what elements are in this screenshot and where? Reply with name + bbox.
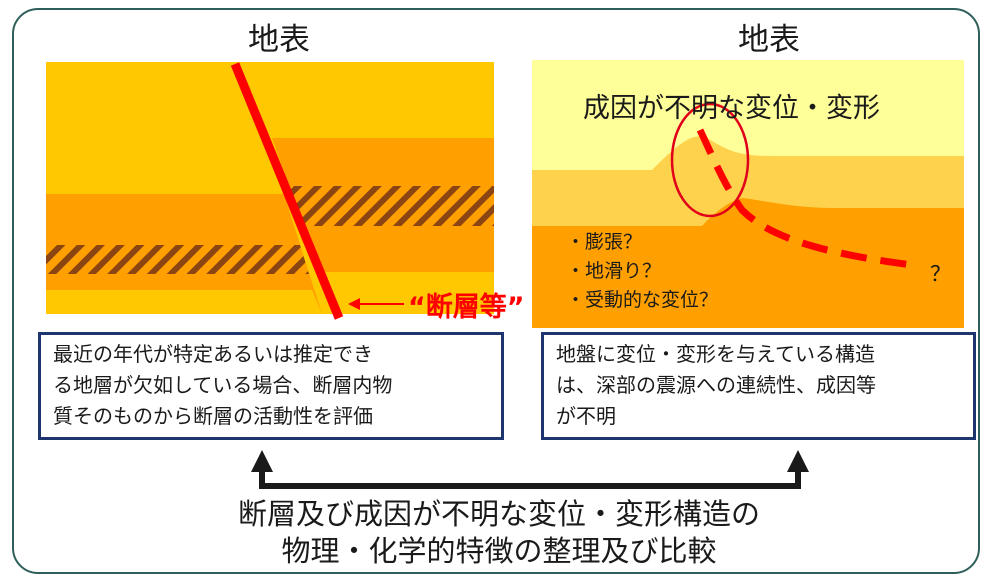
fault-line (230, 62, 344, 320)
candidate-item: ・膨張？ (566, 231, 643, 253)
right-deformation-diagram (532, 60, 964, 328)
right-hatched-layer (288, 186, 494, 226)
left-description-box: 最近の年代が特定あるいは推定でき る地層が欠如している場合、断層内物 質そのもの… (38, 332, 504, 440)
right-deep-layer (532, 198, 964, 328)
right-box-line: が不明 (556, 404, 616, 428)
fault-label-arrow (348, 298, 404, 310)
left-surface-label: 地表 (248, 22, 310, 58)
left-box-line: 最近の年代が特定あるいは推定でき (53, 342, 373, 366)
left-hatched-layer (46, 245, 309, 274)
candidate-causes: ・膨張？ ・地滑り？ ・受動的な変位？ (566, 228, 718, 315)
candidate-item: ・受動的な変位？ (566, 289, 719, 311)
summary-line: 物理・化学的特徴の整理及び比較 (281, 534, 717, 568)
right-box-line: 地盤に変位・変形を与えている構造 (556, 342, 875, 366)
right-surface-label: 地表 (738, 22, 800, 58)
fault-label: “断層等” (408, 292, 525, 323)
right-description-box: 地盤に変位・変形を与えている構造 は、深部の震源への連続性、成因等 が不明 (541, 332, 976, 440)
summary-text: 断層及び成因が不明な変位・変形構造の 物理・化学的特徴の整理及び比較 (0, 496, 998, 570)
right-box-line: は、深部の震源への連続性、成因等 (556, 373, 876, 397)
left-bottom-layer (46, 290, 322, 314)
left-box-line: 質そのものから断層の活動性を評価 (53, 404, 373, 428)
summary-line: 断層及び成因が不明な変位・変形構造の (237, 497, 760, 531)
unknown-mark: ？ (930, 262, 951, 286)
left-fault-diagram (46, 62, 494, 320)
candidate-item: ・地滑り？ (566, 260, 662, 282)
outer-frame (12, 8, 980, 574)
unknown-structure-line (696, 128, 921, 270)
deformation-heading: 成因が不明な変位・変形 (583, 93, 880, 124)
left-box-line: る地層が欠如している場合、断層内物 (53, 373, 393, 397)
comparison-arrow (251, 450, 809, 489)
deformation-circle (670, 102, 750, 218)
